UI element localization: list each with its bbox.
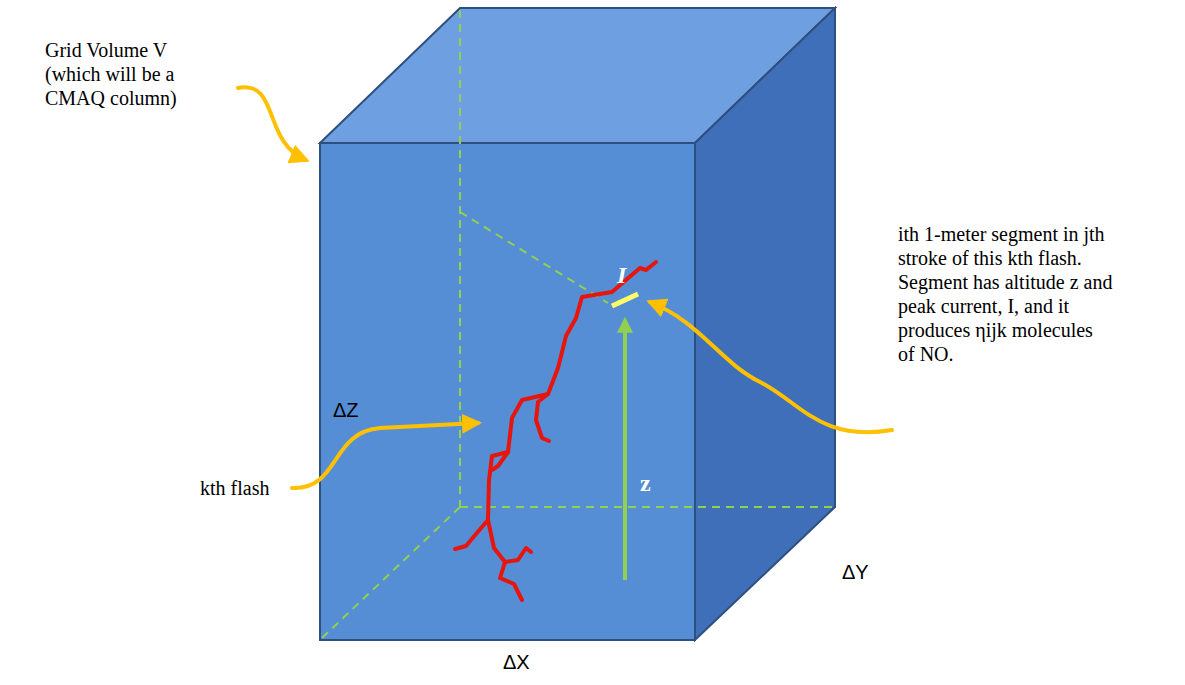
label-holder: Grid Volume V (which will be a CMAQ colu… xyxy=(45,38,225,110)
label-holder: ΔX xyxy=(503,650,530,674)
altitude-arrow xyxy=(623,320,627,580)
lightning-flash xyxy=(455,262,656,600)
label-holder: ith 1-meter segment in jth stroke of thi… xyxy=(898,222,1113,366)
dimension-label: ΔX xyxy=(503,650,530,674)
dimension-label: ΔY xyxy=(842,560,869,584)
flash-branch xyxy=(536,394,549,441)
leader-arrow xyxy=(238,87,306,160)
label-holder: ΔZ xyxy=(333,398,359,422)
leader-arrow xyxy=(650,302,892,432)
dimension-label: ΔZ xyxy=(333,398,359,422)
label-holder: kth flash xyxy=(200,476,269,500)
current-symbol: I xyxy=(617,262,626,288)
flash-trunk xyxy=(488,262,656,600)
highlighted-segment xyxy=(612,294,638,306)
cube-right-face xyxy=(695,8,835,640)
hidden-edge xyxy=(322,507,460,638)
flash-branch xyxy=(455,520,488,549)
cube-front-face xyxy=(320,143,695,640)
leader-arrow xyxy=(292,423,478,488)
projection-line xyxy=(460,212,608,303)
altitude-symbol: z xyxy=(640,470,651,496)
volume-callout: Grid Volume V (which will be a CMAQ colu… xyxy=(45,38,225,110)
hidden-edge xyxy=(460,506,833,508)
flash-callout: kth flash xyxy=(200,476,269,500)
flash-branch xyxy=(505,548,531,562)
hidden-edges xyxy=(322,10,833,638)
hidden-edge xyxy=(459,10,461,507)
label-holder: ΔY xyxy=(842,560,869,584)
label-holder: z xyxy=(640,470,651,496)
label-holder: I xyxy=(617,262,626,288)
segment-callout: ith 1-meter segment in jth stroke of thi… xyxy=(898,222,1113,366)
callout-arrows xyxy=(238,87,892,488)
flash-branch xyxy=(492,452,508,470)
